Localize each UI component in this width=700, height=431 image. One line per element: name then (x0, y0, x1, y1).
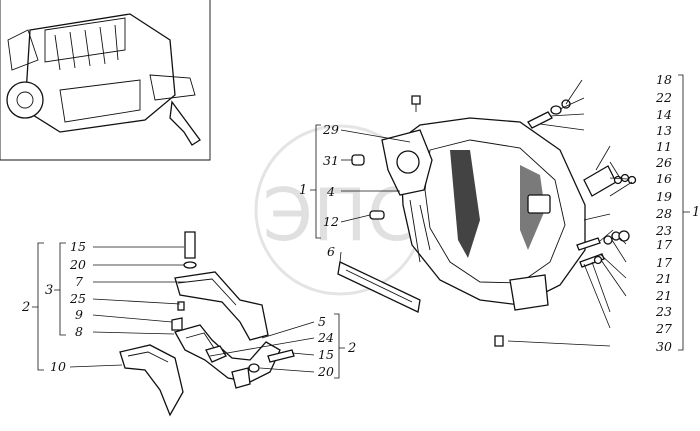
lower-covers (119, 231, 421, 417)
inset-frame (0, 0, 211, 161)
callout-30: 30 (656, 339, 672, 354)
callout-21-top: 21 (655, 271, 672, 286)
callout-7: 7 (75, 274, 83, 289)
callout-12: 12 (323, 214, 339, 229)
callout-15-right: 15 (318, 347, 334, 362)
callout-29: 29 (322, 122, 339, 137)
callout-labels: 18 22 14 13 11 26 16 19 28 23 17 17 21 2… (50, 72, 672, 379)
callout-13: 13 (656, 123, 672, 138)
group-label-1-right: 1 (692, 205, 700, 220)
callout-25: 25 (69, 291, 86, 306)
leader-lines (69, 79, 633, 373)
bracket-group-3 (54, 242, 66, 336)
pointer-arrow-icon (169, 100, 201, 146)
bracket-group-1-left (310, 124, 321, 239)
callout-22: 22 (655, 90, 672, 105)
callout-9: 9 (75, 307, 83, 322)
callout-14: 14 (656, 107, 672, 122)
callout-27: 27 (655, 321, 672, 336)
group-label-2-right: 2 (347, 341, 356, 356)
callout-19: 19 (656, 189, 672, 204)
callout-23-bottom: 23 (655, 304, 672, 319)
callout-28: 28 (655, 206, 672, 221)
watermark-logo: ЭПС (254, 124, 426, 296)
callout-16: 16 (656, 171, 672, 186)
group-brackets (32, 74, 690, 379)
callout-20-right: 20 (317, 364, 334, 379)
bracket-group-1-right (678, 74, 690, 351)
callout-31: 31 (323, 153, 339, 168)
callout-11: 11 (656, 139, 672, 154)
callout-17-bottom: 17 (656, 255, 672, 270)
callout-21-bottom: 21 (655, 288, 672, 303)
engine-icon (6, 13, 196, 133)
callout-8: 8 (75, 324, 83, 339)
callout-10: 10 (50, 359, 66, 374)
engine-inset (0, 0, 211, 161)
group-labels: 1 1 2 3 2 (21, 183, 700, 356)
callout-6: 6 (327, 244, 335, 259)
callout-17-top: 17 (656, 237, 672, 252)
callout-26: 26 (655, 155, 672, 170)
bracket-group-2-right (334, 313, 345, 379)
callout-5: 5 (318, 314, 326, 329)
fasteners (351, 95, 637, 347)
callout-20-left: 20 (69, 257, 86, 272)
callout-18: 18 (656, 72, 672, 87)
group-label-1-left: 1 (299, 183, 307, 198)
callout-15-left: 15 (70, 239, 86, 254)
callout-23-top: 23 (655, 223, 672, 238)
group-label-3: 3 (45, 283, 53, 298)
group-label-2-left: 2 (21, 300, 30, 315)
bracket-group-2-left (32, 242, 44, 371)
flywheel-housing (381, 117, 586, 311)
watermark-text: ЭПС (263, 173, 418, 257)
callout-4: 4 (326, 184, 335, 199)
callout-24: 24 (317, 330, 334, 345)
